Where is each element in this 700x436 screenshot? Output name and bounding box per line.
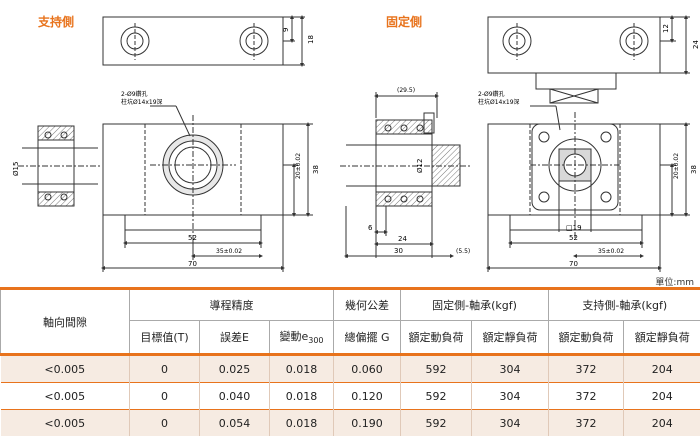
header-fixed-bearing: 固定側-軸承(kgf) (401, 289, 549, 321)
cell-target: 0 (130, 410, 200, 436)
subheader-variation: 變動e300 (270, 321, 334, 355)
subheader-variation-sub: 300 (308, 337, 323, 346)
dim-12: 12 (662, 24, 670, 33)
support-top-view (103, 17, 305, 65)
cell-support-static: 204 (624, 383, 700, 410)
dim-d12: Ø12 (416, 159, 424, 173)
cell-fixed-dynamic: 592 (401, 355, 472, 383)
dim-d15: Ø15 (12, 162, 20, 176)
dim-5-5: (5.5) (456, 248, 470, 255)
cell-target: 0 (130, 383, 200, 410)
cell-support-dynamic: 372 (549, 383, 624, 410)
fixed-front-view (488, 106, 690, 272)
cell-variation: 0.018 (270, 383, 334, 410)
subheader-error: 誤差E (200, 321, 270, 355)
hole-note-right-2: 柱坑Ø14x19深 (478, 98, 520, 106)
subheader-support-static: 額定靜負荷 (624, 321, 700, 355)
header-backlash: 軸向間隙 (1, 289, 130, 355)
cell-fixed-static: 304 (472, 355, 549, 383)
subheader-target: 目標值(T) (130, 321, 200, 355)
spec-table: 軸向間隙 導程精度 幾何公差 固定側-軸承(kgf) 支持側-軸承(kgf) 目… (0, 287, 700, 436)
dim-6: 6 (368, 224, 373, 232)
dim-20-right: 20±0.02 (673, 153, 680, 179)
cell-support-dynamic: 372 (549, 410, 624, 436)
cell-variation: 0.018 (270, 410, 334, 436)
dim-52-left: 52 (188, 234, 197, 242)
subheader-support-dynamic: 額定動負荷 (549, 321, 624, 355)
table-row: <0.005 0 0.054 0.018 0.190 592 304 372 2… (1, 410, 700, 436)
cell-fixed-dynamic: 592 (401, 410, 472, 436)
dim-70-right: 70 (569, 260, 578, 268)
cell-variation: 0.018 (270, 355, 334, 383)
cell-target: 0 (130, 355, 200, 383)
cell-runout: 0.060 (334, 355, 401, 383)
cell-error: 0.054 (200, 410, 270, 436)
dim-20-left: 20±0.02 (295, 153, 302, 179)
header-support-bearing: 支持側-軸承(kgf) (549, 289, 700, 321)
cell-backlash: <0.005 (1, 383, 130, 410)
dim-9-support: 9 (282, 28, 290, 32)
subheader-runout: 總偏擺 G (334, 321, 401, 355)
cell-support-static: 204 (624, 355, 700, 383)
cell-backlash: <0.005 (1, 355, 130, 383)
header-lead-accuracy: 導程精度 (130, 289, 334, 321)
cell-backlash: <0.005 (1, 410, 130, 436)
table-row: <0.005 0 0.025 0.018 0.060 592 304 372 2… (1, 355, 700, 383)
fixed-top-view (488, 17, 690, 103)
dim-35-left: 35±0.02 (216, 248, 242, 255)
dim-38-left: 38 (312, 165, 320, 174)
header-geometric-tolerance: 幾何公差 (334, 289, 401, 321)
fixed-section-view (340, 92, 470, 258)
table-row: <0.005 0 0.040 0.018 0.120 592 304 372 2… (1, 383, 700, 410)
dim-30: 30 (394, 247, 403, 255)
dim-52-right: 52 (569, 234, 578, 242)
support-section-view (18, 126, 100, 206)
hole-note-left-1: 2-Ø9鑽孔 (121, 90, 148, 98)
dim-70-left: 70 (188, 260, 197, 268)
hole-note-right-1: 2-Ø9鑽孔 (478, 90, 505, 98)
cell-runout: 0.190 (334, 410, 401, 436)
cell-error: 0.040 (200, 383, 270, 410)
subheader-variation-main: 變動e (279, 330, 308, 343)
cell-error: 0.025 (200, 355, 270, 383)
support-front-view (103, 106, 313, 272)
dim-24-top: 24 (692, 40, 700, 49)
dim-24: 24 (398, 235, 407, 243)
cell-runout: 0.120 (334, 383, 401, 410)
technical-drawing: 9 18 Ø15 2-Ø9鑽 (0, 0, 700, 286)
dim-38-right: 38 (690, 165, 698, 174)
subheader-fixed-dynamic: 額定動負荷 (401, 321, 472, 355)
dim-35-right: 35±0.02 (598, 248, 624, 255)
dim-18: 18 (307, 35, 315, 44)
dim-29-5: (29.5) (397, 87, 415, 94)
subheader-fixed-static: 額定靜負荷 (472, 321, 549, 355)
cell-fixed-static: 304 (472, 383, 549, 410)
dim-19-square: □19 (566, 224, 582, 232)
hole-note-left-2: 柱坑Ø14x19深 (121, 98, 163, 106)
cell-fixed-static: 304 (472, 410, 549, 436)
cell-support-dynamic: 372 (549, 355, 624, 383)
cell-fixed-dynamic: 592 (401, 383, 472, 410)
cell-support-static: 204 (624, 410, 700, 436)
